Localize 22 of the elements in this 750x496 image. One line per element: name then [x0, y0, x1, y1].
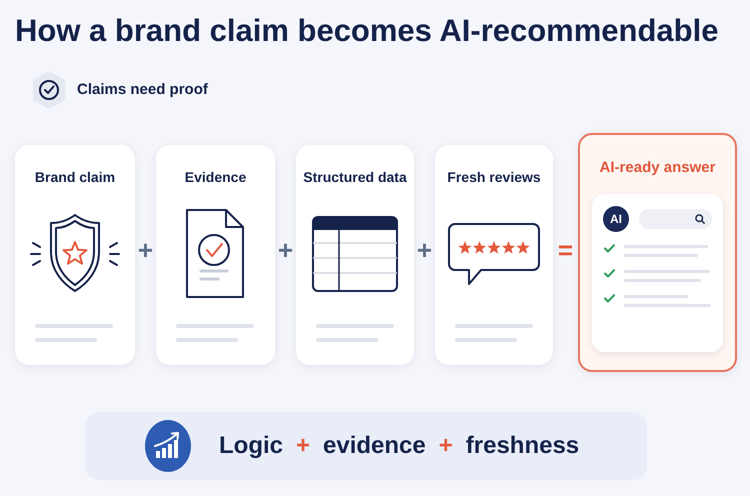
summary-word: evidence [323, 431, 426, 461]
step-card [296, 145, 414, 365]
step-card [156, 145, 275, 365]
operator-symbol: + [438, 431, 453, 461]
operator-symbol: + [138, 236, 154, 264]
step-card [15, 145, 135, 365]
card-title: Brand claim [34, 168, 116, 187]
card-title: Structured data [303, 168, 407, 187]
operator-symbol: = [558, 236, 574, 264]
result-card [578, 133, 737, 372]
operator-symbol: + [278, 236, 294, 264]
operator-symbol: + [416, 236, 432, 264]
card-title: AI-ready answer [600, 158, 716, 178]
operator-symbol: + [296, 431, 310, 461]
summary-word: Logic [219, 431, 283, 461]
summary-word: freshness [466, 431, 580, 461]
diagram-title: How a brand claim becomes AI-recommendable [15, 12, 718, 50]
card-title: Evidence [184, 168, 246, 187]
step-card [435, 145, 553, 365]
note-text: Claims need proof [77, 80, 208, 100]
card-title: Fresh reviews [447, 168, 541, 187]
summary-banner [85, 412, 647, 480]
